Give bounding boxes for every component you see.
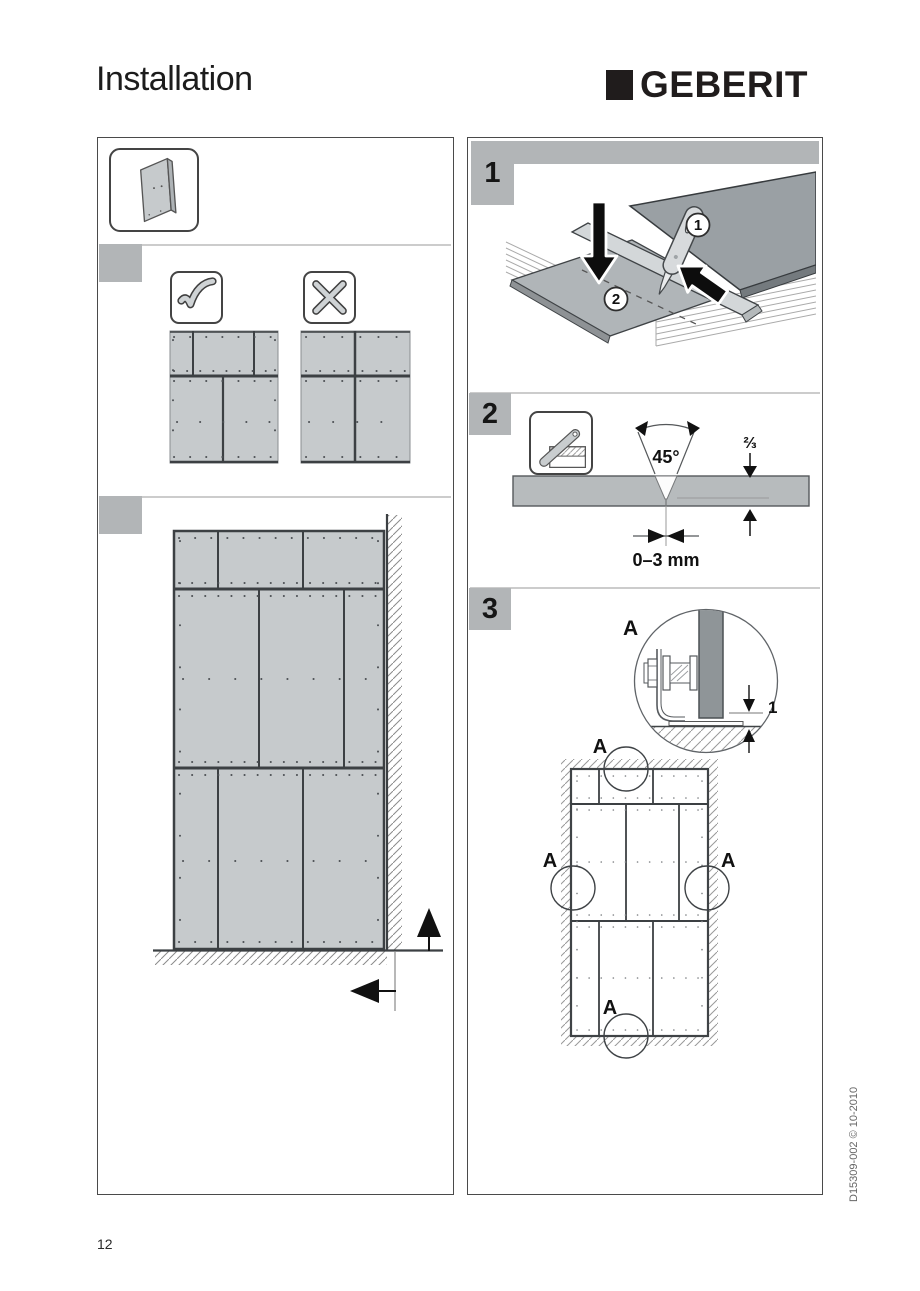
panel-field bbox=[172, 529, 386, 951]
step2-number-label: 2 bbox=[481, 397, 499, 430]
wall-panel-icon bbox=[109, 148, 199, 232]
checkmark-icon bbox=[170, 271, 223, 324]
v-groove bbox=[654, 475, 678, 500]
wall-installation-diagram bbox=[153, 514, 443, 1011]
detail-circle-bottom bbox=[603, 1013, 649, 1059]
cross-icon bbox=[303, 271, 356, 324]
detail-circle-right bbox=[684, 865, 730, 911]
step1-number-label: 1 bbox=[484, 156, 501, 189]
callout-1-label: 1 bbox=[694, 217, 702, 234]
checkmark-glyph bbox=[177, 277, 217, 309]
step1-header-bar bbox=[471, 141, 819, 164]
marker-a-top: A bbox=[593, 736, 607, 758]
page-number: 12 bbox=[97, 1236, 113, 1252]
step1-number: 1 bbox=[471, 141, 514, 205]
step3-number-label: 3 bbox=[481, 592, 499, 625]
cut-direction-arrow bbox=[676, 264, 730, 306]
page-title: Installation bbox=[96, 60, 253, 98]
section-divider-1 bbox=[100, 244, 451, 246]
gap-dimension-label: 1 bbox=[768, 698, 777, 717]
detail-positions-diagram: A A A A bbox=[543, 736, 735, 1059]
snap-down-arrow bbox=[579, 200, 619, 285]
left-direction-arrow bbox=[350, 979, 396, 1003]
score-and-snap-illustration: 1 2 bbox=[505, 171, 816, 347]
left-instruction-panel bbox=[97, 137, 454, 1195]
step3-divider bbox=[470, 587, 820, 589]
up-direction-arrow bbox=[417, 908, 441, 951]
rasp-icon bbox=[529, 411, 593, 475]
detail-circle-left bbox=[550, 865, 596, 911]
panel-foot-detail-circle: 1 A bbox=[623, 608, 779, 754]
step2-divider bbox=[470, 392, 820, 394]
callout-2-label: 2 bbox=[612, 291, 620, 308]
step3-number: 3 bbox=[469, 588, 511, 630]
shim-strip bbox=[668, 721, 744, 726]
marker-a-right: A bbox=[721, 850, 735, 872]
section-divider-2 bbox=[100, 496, 451, 498]
depth-arrow-up bbox=[743, 509, 757, 521]
gap-arrowhead-left bbox=[648, 529, 665, 543]
step2-number: 2 bbox=[469, 393, 511, 435]
right-instruction-panel: 1 bbox=[467, 137, 823, 1195]
depth-arrow-down bbox=[743, 466, 757, 478]
board-being-cut bbox=[628, 171, 816, 299]
gap-label: 0–3 mm bbox=[632, 550, 699, 570]
marker-a-left: A bbox=[543, 850, 557, 872]
cross-glyph bbox=[312, 280, 347, 315]
document-code: D15309-002 © 10-2010 bbox=[848, 1086, 860, 1202]
depth-fraction-label: ⅔ bbox=[743, 435, 756, 452]
wall-bracket bbox=[643, 649, 698, 722]
panel-edge bbox=[698, 610, 724, 719]
geberit-logo: GEBERIT bbox=[606, 64, 808, 106]
wall-panel-icon-art bbox=[140, 157, 177, 223]
logo-square-icon bbox=[606, 70, 633, 100]
gap-arrowhead-right bbox=[667, 529, 684, 543]
callout-1: 1 bbox=[685, 212, 711, 238]
logo-text: GEBERIT bbox=[640, 64, 808, 105]
callout-2: 2 bbox=[603, 286, 629, 312]
incorrect-layout-diagram bbox=[300, 330, 411, 464]
gap-dimension: 1 bbox=[729, 685, 777, 753]
panel-field-outline bbox=[569, 767, 710, 1038]
section-marker-1 bbox=[99, 244, 142, 282]
wall-hatching bbox=[387, 515, 402, 950]
angle-arrowhead-right bbox=[687, 421, 700, 436]
detail-circle-top bbox=[603, 746, 649, 792]
chamfer-gap-diagram: 45° ⅔ 0–3 mm bbox=[512, 421, 810, 570]
angle-label: 45° bbox=[652, 447, 679, 467]
section-marker-2 bbox=[99, 496, 142, 534]
rasp-icon-art bbox=[539, 428, 586, 468]
marker-a-bottom: A bbox=[603, 997, 617, 1019]
correct-layout-diagram bbox=[169, 330, 279, 464]
angle-arrowhead-left bbox=[635, 421, 648, 436]
floor-hatching bbox=[155, 951, 387, 965]
detail-a-label: A bbox=[623, 617, 638, 640]
